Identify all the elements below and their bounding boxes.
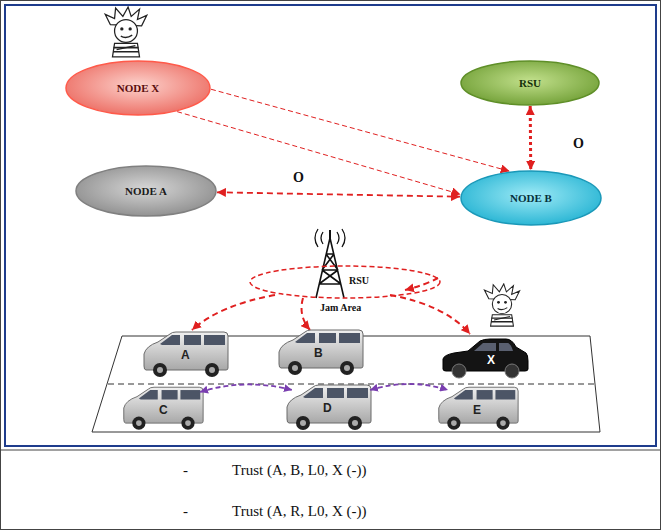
vehicle-letter: A (181, 349, 190, 362)
vehicle-letter: B (314, 347, 323, 360)
node-ellipse: RSU (460, 60, 600, 106)
connector (211, 89, 510, 171)
lane-divider (108, 384, 595, 385)
node-label: RSU (519, 76, 541, 91)
connector (217, 192, 460, 196)
v2v-arrow (370, 384, 448, 390)
tower-label: RSU (347, 275, 371, 286)
node-ellipse: NODE B (460, 170, 602, 226)
node-ellipse: NODE A (75, 165, 217, 217)
v2v-links (200, 384, 448, 392)
trust-expression: Trust (A, B, L0, X (-)) (232, 462, 366, 479)
vehicle-letter: C (159, 404, 168, 417)
cartoon-figure (105, 7, 147, 57)
bullet-dash: - (183, 503, 188, 520)
node-label: NODE X (117, 81, 159, 96)
node-ellipse: NODE X (65, 60, 211, 116)
bullet-dash: - (183, 462, 188, 479)
edge-label: O (291, 171, 306, 185)
vehicle-letter: D (323, 402, 332, 415)
jam-arrow (405, 278, 438, 290)
attacker-vehicle (443, 339, 528, 378)
vehicle (144, 332, 228, 377)
trust-expression: Trust (A, R, L0, X (-)) (232, 503, 366, 520)
connector (529, 106, 533, 170)
table-rule (0, 450, 661, 451)
jam-arrow (390, 295, 470, 334)
area-label: Jam Area (318, 302, 363, 313)
jam-arrow (192, 295, 275, 330)
ellipse-shape (66, 61, 210, 115)
radio-waves (315, 229, 345, 247)
ellipse-shape (461, 61, 599, 105)
connector (177, 112, 460, 195)
jam-arrow (302, 298, 310, 330)
cartoon-figure (484, 284, 519, 326)
vehicle (287, 385, 371, 430)
vehicle (279, 330, 363, 375)
vehicle-letter: E (473, 404, 481, 417)
node-label: NODE B (510, 191, 552, 206)
tower-lattice (316, 238, 344, 298)
vehicle (124, 387, 203, 430)
jam-arrows (192, 278, 470, 334)
jam-area-outline (250, 266, 440, 298)
ellipse-shape (76, 166, 216, 216)
figure-frame (5, 5, 656, 446)
ellipse-shape (461, 171, 601, 225)
v2v-arrow (200, 384, 292, 392)
vehicle-letter: X (487, 354, 495, 367)
node-label: NODE A (125, 184, 167, 199)
rsu-tower (315, 229, 345, 298)
edge-label: O (571, 137, 586, 151)
antenna (329, 230, 331, 240)
vehicle (439, 387, 518, 430)
